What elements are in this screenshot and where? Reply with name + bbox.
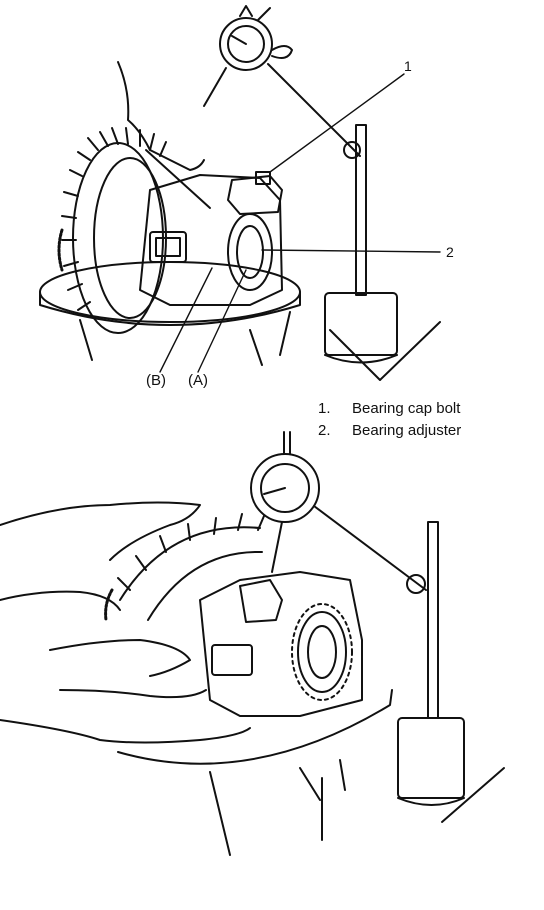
top-bearing-cap-bolt xyxy=(255,171,271,185)
bottom-hands xyxy=(0,501,251,744)
callout-b-label: (B) xyxy=(146,372,166,389)
callout-a-label: (A) xyxy=(188,372,208,389)
top-leader-1 xyxy=(269,73,405,173)
legend-item-1: 1. Bearing cap bolt xyxy=(318,398,461,420)
bottom-base-plate xyxy=(117,689,393,856)
legend-item-1-key: 1. xyxy=(318,400,331,417)
top-plunger-rod xyxy=(145,149,211,209)
top-stand-post xyxy=(355,124,367,296)
top-leader-2 xyxy=(261,249,441,253)
top-dial-gauge xyxy=(203,5,293,107)
top-stand-clamp xyxy=(343,141,361,159)
callout-2-label: 2 xyxy=(446,244,454,260)
bottom-stand-clamp xyxy=(406,574,426,594)
legend-item-1-text: Bearing cap bolt xyxy=(352,400,461,417)
bottom-figure xyxy=(0,431,505,856)
top-magnetic-base xyxy=(324,292,441,381)
bottom-ring-gear xyxy=(104,513,265,622)
top-leader-a xyxy=(197,269,247,373)
top-leader-b xyxy=(159,267,213,373)
bottom-carrier xyxy=(199,571,363,717)
top-base-plate xyxy=(39,261,301,366)
callout-1-label: 1 xyxy=(404,58,412,74)
top-hand xyxy=(117,61,205,171)
top-bearing-adjuster xyxy=(227,213,273,291)
bottom-bearing-adjuster xyxy=(291,603,353,701)
top-stand-arm xyxy=(267,63,361,157)
bottom-magnetic-base xyxy=(397,717,505,823)
top-ring-gear xyxy=(57,127,167,334)
legend-item-2: 2. Bearing adjuster xyxy=(318,420,461,442)
legend-item-2-text: Bearing adjuster xyxy=(352,422,462,439)
bottom-stand-arm xyxy=(313,505,427,591)
bottom-dial-gauge xyxy=(250,431,320,573)
legend-item-2-key: 2. xyxy=(318,422,331,439)
bottom-stand-post xyxy=(427,521,439,719)
legend: 1. Bearing cap bolt 2. Bearing adjuster xyxy=(318,398,461,442)
top-figure xyxy=(39,5,441,381)
